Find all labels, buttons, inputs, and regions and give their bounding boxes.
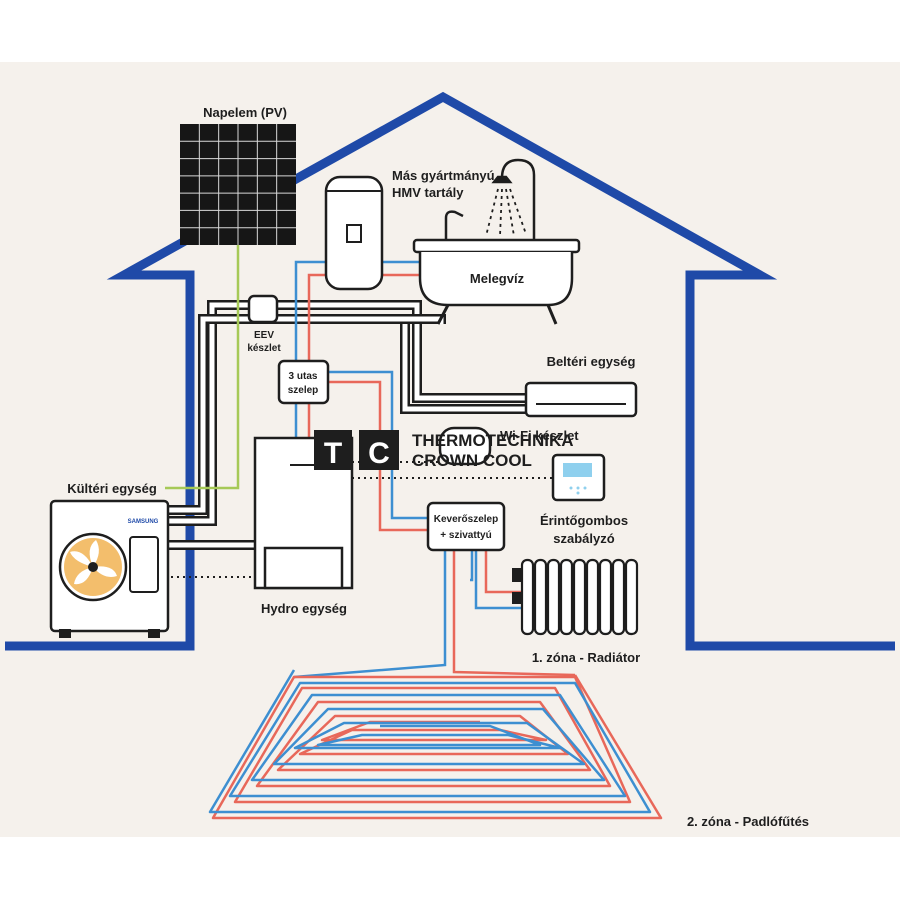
mixing-valve-box bbox=[426, 501, 506, 552]
watermark-line2: CROWN COOL bbox=[412, 451, 532, 470]
outdoor-brand-label: SAMSUNG bbox=[128, 519, 159, 525]
valve-label-line1: 3 utas bbox=[289, 371, 318, 382]
refrigerant-lines bbox=[165, 300, 528, 550]
hydro-unit-label: Hydro egység bbox=[261, 601, 347, 616]
thermostat-icon bbox=[551, 453, 606, 502]
shower-icon bbox=[485, 158, 536, 240]
solar-panel-icon bbox=[180, 124, 296, 245]
pv-label: Napelem (PV) bbox=[203, 105, 287, 120]
pv-cable bbox=[165, 245, 240, 490]
floor-heating-loop bbox=[208, 669, 663, 820]
zone2-label: 2. zóna - Padlófűtés bbox=[687, 814, 809, 829]
tank-label-line1: Más gyártmányú bbox=[392, 168, 495, 183]
tank-label-line2: HMV tartály bbox=[392, 185, 464, 200]
bathtub-icon bbox=[412, 210, 581, 325]
indoor-unit-label: Beltéri egység bbox=[547, 354, 636, 369]
watermark-line1: THERMOTECHNIKA bbox=[412, 431, 574, 450]
hot-water-label: Melegvíz bbox=[470, 271, 525, 286]
indoor-unit bbox=[524, 381, 638, 418]
mixing-label-line1: Keverőszelep bbox=[434, 514, 498, 525]
valve-label-line2: szelep bbox=[288, 385, 319, 396]
eev-label-line2: készlet bbox=[247, 343, 281, 354]
watermark-letter-c: C bbox=[368, 437, 390, 470]
dhw-tank bbox=[324, 175, 384, 291]
zone1-label: 1. zóna - Radiátor bbox=[532, 650, 640, 665]
eev-kit-box bbox=[247, 294, 279, 324]
fan-icon bbox=[58, 532, 128, 602]
eev-label-line1: EEV bbox=[254, 330, 274, 341]
radiator-icon bbox=[512, 558, 639, 636]
wifi-kit-box bbox=[438, 426, 492, 466]
three-way-valve-box bbox=[277, 359, 330, 405]
mixing-label-line2: + szivattyú bbox=[440, 530, 491, 541]
controller-label-line2: szabályzó bbox=[553, 531, 614, 546]
watermark-letter-t: T bbox=[324, 437, 342, 470]
watermark-logo: T C THERMOTECHNIKA CROWN COOL bbox=[314, 430, 574, 470]
outdoor-unit-label: Kültéri egység bbox=[67, 481, 157, 496]
controller-label-line1: Érintőgombos bbox=[540, 513, 628, 528]
wifi-label: Wi-Fi készlet bbox=[500, 428, 579, 443]
